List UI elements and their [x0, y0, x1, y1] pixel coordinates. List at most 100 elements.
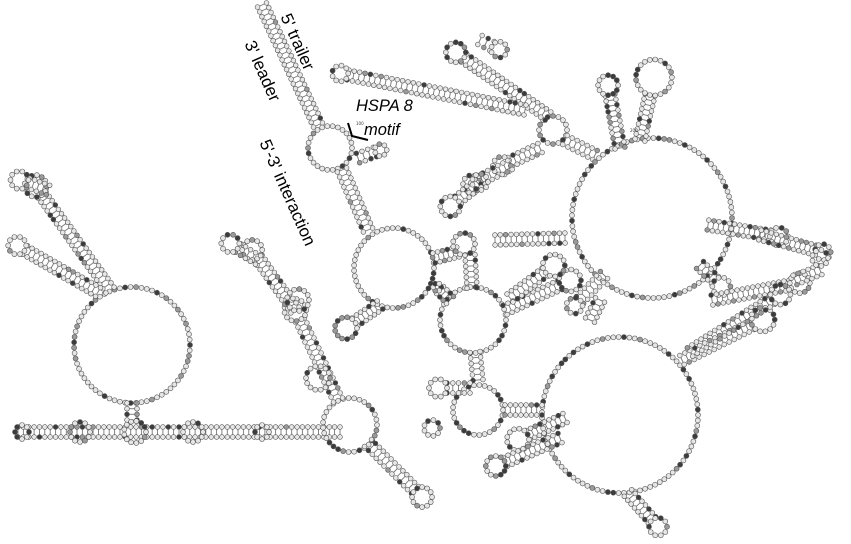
nucleotide	[457, 40, 464, 47]
nucleotide	[620, 133, 626, 140]
nucleotide	[85, 424, 92, 430]
nucleotide	[297, 95, 303, 102]
nucleotide	[564, 127, 570, 133]
nucleotide	[730, 327, 737, 333]
nucleotide	[365, 295, 372, 302]
nucleotide	[758, 310, 764, 316]
nucleotide	[457, 230, 463, 237]
nucleotide	[497, 38, 504, 45]
nucleotide	[600, 91, 606, 97]
nucleotide	[352, 209, 358, 215]
nucleotide	[422, 240, 429, 246]
nucleotide	[701, 273, 707, 279]
nucleotide	[14, 434, 20, 440]
nucleotide	[19, 185, 26, 192]
nucleotide	[288, 52, 294, 59]
nucleotide	[293, 318, 300, 324]
nucleotide	[74, 283, 81, 289]
nucleotide	[515, 448, 521, 454]
nucleotide	[213, 424, 220, 430]
nucleotide	[279, 33, 285, 40]
nucleotide	[558, 463, 565, 470]
nucleotide	[435, 420, 441, 426]
nucleotide	[637, 487, 643, 494]
nucleotide	[85, 379, 91, 386]
nucleotide	[277, 52, 283, 58]
nucleotide	[484, 468, 491, 474]
nucleotide	[582, 315, 589, 321]
nucleotide	[416, 81, 422, 87]
nucleotide	[52, 434, 59, 440]
nucleotide	[455, 380, 462, 386]
nucleotide	[183, 363, 189, 370]
nucleotide	[429, 275, 436, 282]
nucleotide	[424, 485, 430, 492]
nucleotide	[349, 334, 356, 341]
nucleotide	[21, 248, 28, 254]
nucleotide	[478, 187, 485, 193]
nucleotide	[569, 223, 576, 229]
nucleotide	[712, 270, 718, 276]
nucleotide	[160, 424, 166, 430]
nucleotide	[325, 380, 332, 387]
nucleotide	[502, 322, 509, 329]
nucleotide	[220, 235, 226, 241]
nucleotide	[369, 231, 376, 238]
nucleotide	[51, 270, 58, 276]
nucleotide	[765, 281, 771, 287]
nucleotide	[818, 263, 825, 269]
nucleotide	[657, 515, 664, 522]
nucleotide	[570, 146, 576, 153]
nucleotide	[103, 290, 109, 296]
nucleotide	[357, 160, 363, 166]
nucleotide	[563, 287, 569, 294]
nucleotide	[53, 221, 60, 227]
nucleotide	[121, 426, 128, 433]
nucleotide	[69, 242, 75, 249]
nucleotide	[266, 279, 272, 286]
nucleotide	[751, 294, 758, 300]
nucleotide	[462, 258, 468, 264]
nucleotide	[762, 328, 769, 335]
nucleotide	[615, 490, 622, 496]
nucleotide	[702, 333, 709, 339]
nucleotide	[486, 385, 493, 391]
nucleotide	[537, 121, 543, 128]
nucleotide	[349, 316, 356, 322]
nucleotide	[186, 331, 192, 338]
nucleotide	[575, 477, 581, 484]
nucleotide	[634, 66, 641, 73]
nucleotide	[502, 402, 508, 408]
nucleotide	[138, 284, 145, 291]
nucleotide	[741, 296, 747, 302]
base-pair-bonds	[17, 2, 823, 524]
nucleotide	[555, 412, 561, 419]
nucleotide	[466, 194, 472, 200]
nucleotide	[165, 434, 172, 440]
nucleotide	[354, 325, 360, 332]
nucleotide	[539, 412, 545, 418]
nucleotide	[540, 437, 546, 443]
nucleotide	[621, 334, 627, 340]
nucleotide	[472, 241, 478, 247]
nucleotide	[661, 136, 667, 142]
nucleotide	[485, 167, 491, 174]
nucleotide	[277, 29, 283, 35]
nucleotide	[351, 267, 357, 274]
nucleotide	[431, 265, 437, 271]
nucleotide	[737, 222, 743, 228]
nucleotide	[453, 420, 460, 426]
nucleotide	[304, 292, 311, 298]
nucleotide	[552, 251, 559, 258]
nucleotide	[710, 302, 716, 308]
nucleotide	[249, 237, 255, 243]
nucleotide	[476, 382, 483, 388]
nucleotide	[510, 299, 516, 305]
nucleotide	[564, 305, 570, 312]
nucleotide	[389, 471, 395, 477]
nucleotide	[478, 171, 485, 177]
nucleotide	[503, 242, 509, 248]
nucleotide	[461, 54, 468, 61]
nucleotide	[704, 157, 710, 163]
nucleotide	[92, 258, 99, 264]
